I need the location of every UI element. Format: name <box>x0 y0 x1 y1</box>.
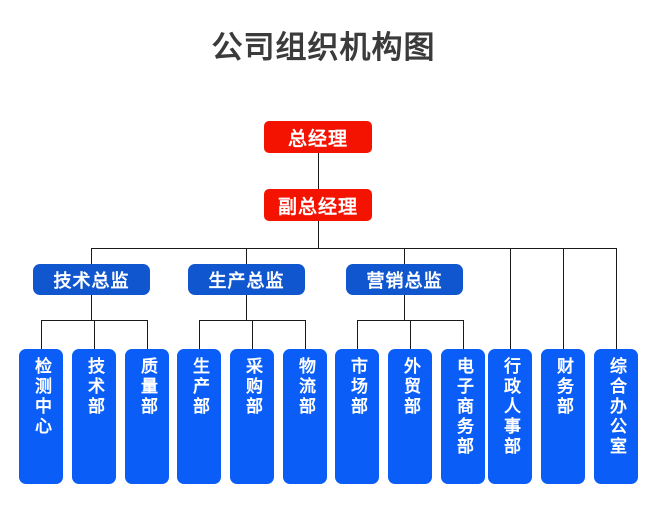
connector-deputy-drop <box>318 221 319 248</box>
node-label: 市场部 <box>348 357 367 417</box>
connector-bus-to-technology-dept <box>94 320 95 349</box>
node-label: 生产部 <box>190 357 209 417</box>
node-label: 财务部 <box>554 357 573 417</box>
node-foreign-trade-dept[interactable]: 外贸部 <box>388 349 432 484</box>
node-technical-director[interactable]: 技术总监 <box>33 264 150 295</box>
connector-bus-to-marketing-director <box>404 248 405 264</box>
node-deputy-general-manager[interactable]: 副总经理 <box>264 189 372 221</box>
connector-bus-to-finance-dept <box>563 248 564 349</box>
node-marketing-director[interactable]: 营销总监 <box>346 264 463 295</box>
connector-bus-to-production-director <box>246 248 247 264</box>
connector-bus-to-admin-office <box>616 248 617 349</box>
node-label: 技术总监 <box>53 270 130 291</box>
node-label: 总经理 <box>287 128 348 150</box>
connector-bus-to-inspection-center <box>41 320 42 349</box>
node-hr-dept[interactable]: 行政人事部 <box>488 349 532 484</box>
node-inspection-center[interactable]: 检测中心 <box>19 349 63 484</box>
connector-bus-to-market-dept <box>357 320 358 349</box>
connector-bus-to-purchasing-dept <box>252 320 253 349</box>
bus-deputy-children <box>91 248 616 249</box>
connector-bus-to-logistics-dept <box>305 320 306 349</box>
node-label: 技术部 <box>85 357 104 417</box>
node-production-dept[interactable]: 生产部 <box>177 349 221 484</box>
node-logistics-dept[interactable]: 物流部 <box>283 349 327 484</box>
node-admin-office[interactable]: 综合办公室 <box>594 349 638 484</box>
page-title: 公司组织机构图 <box>211 30 436 65</box>
node-market-dept[interactable]: 市场部 <box>335 349 379 484</box>
connector-bus-to-hr-dept <box>510 248 511 349</box>
connector-marketing-director-drop <box>404 295 405 320</box>
node-production-director[interactable]: 生产总监 <box>188 264 305 295</box>
node-label: 生产总监 <box>208 270 285 291</box>
node-label: 营销总监 <box>366 270 443 291</box>
connector-production-director-drop <box>246 295 247 320</box>
node-quality-dept[interactable]: 质量部 <box>125 349 169 484</box>
node-label: 行政人事部 <box>501 357 520 457</box>
node-purchasing-dept[interactable]: 采购部 <box>230 349 274 484</box>
node-general-manager[interactable]: 总经理 <box>264 121 372 153</box>
connector-bus-to-foreign-trade-dept <box>410 320 411 349</box>
node-label: 质量部 <box>138 357 157 417</box>
node-label: 检测中心 <box>32 357 51 437</box>
connector-bus-to-ecommerce-dept <box>463 320 464 349</box>
node-label: 综合办公室 <box>607 357 626 457</box>
connector-tech-director-drop <box>91 295 92 320</box>
connector-bus-to-production-dept <box>199 320 200 349</box>
node-label: 外贸部 <box>401 357 420 417</box>
node-label: 副总经理 <box>277 196 358 218</box>
connector-bus-to-tech-director <box>91 248 92 264</box>
connector-gm-to-deputy <box>318 153 319 189</box>
node-label: 电子商务部 <box>454 357 473 457</box>
connector-bus-to-quality-dept <box>147 320 148 349</box>
node-label: 物流部 <box>296 357 315 417</box>
node-ecommerce-dept[interactable]: 电子商务部 <box>441 349 485 484</box>
node-technology-dept[interactable]: 技术部 <box>72 349 116 484</box>
node-label: 采购部 <box>243 357 262 417</box>
node-finance-dept[interactable]: 财务部 <box>541 349 585 484</box>
